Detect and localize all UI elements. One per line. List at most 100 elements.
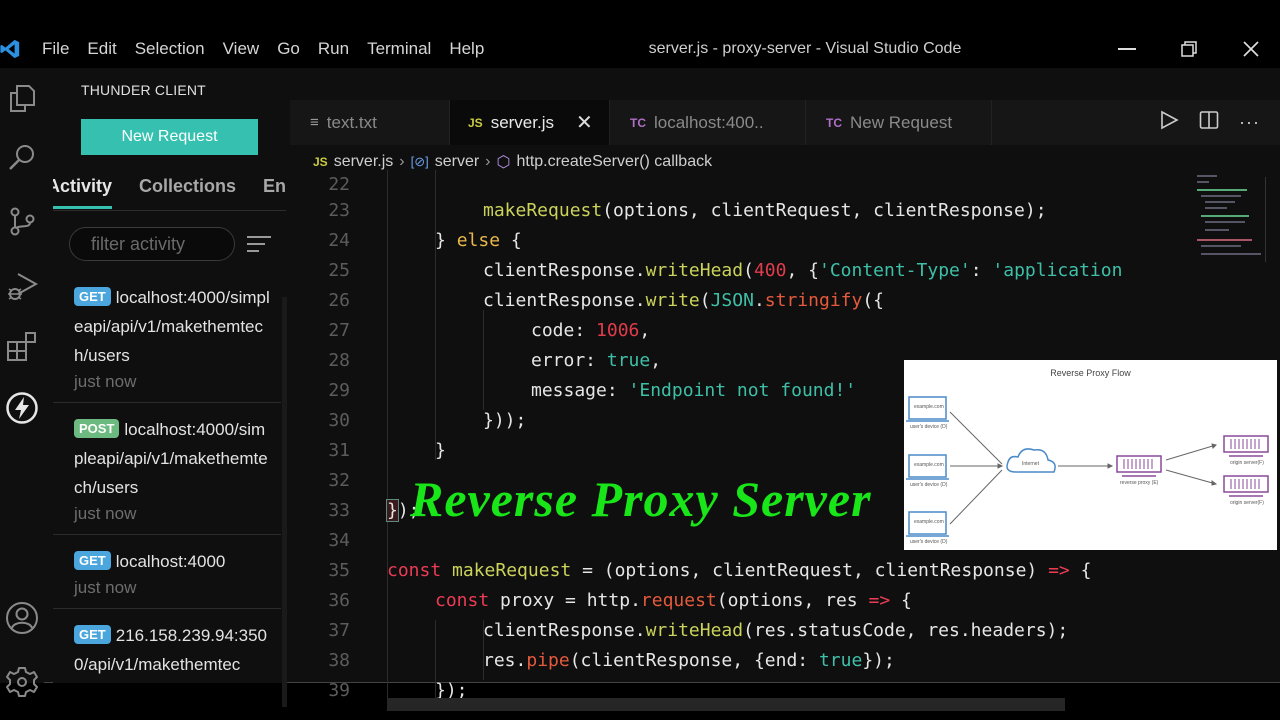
account-icon[interactable] (4, 600, 40, 636)
proxy-caption: reverse proxy (E) (1120, 480, 1159, 486)
line-number: 39 (328, 680, 350, 701)
activity-list: GET localhost:4000/simpleapi/api/v1/maket… (53, 271, 281, 683)
editor-horizontal-scrollbar[interactable] (387, 698, 1065, 711)
breadcrumb-callback[interactable]: http.createServer() callback (516, 153, 713, 170)
explorer-icon[interactable] (4, 80, 40, 116)
text-file-icon: ≡ (310, 114, 319, 131)
sidebar-title: THUNDER CLIENT (81, 82, 206, 98)
code-line: }); (386, 499, 420, 522)
diagram-title: Reverse Proxy Flow (1050, 368, 1131, 378)
menu-go[interactable]: Go (277, 39, 300, 58)
line-number: 35 (328, 560, 350, 581)
code-line: })); (483, 410, 527, 431)
close-window-button[interactable] (1220, 30, 1280, 68)
thunder-client-icon[interactable] (4, 390, 40, 426)
code-line: } else { (435, 230, 522, 251)
line-number: 28 (328, 350, 350, 371)
line-number: 22 (328, 174, 350, 195)
code-line: clientResponse.writeHead(res.statusCode,… (483, 620, 1069, 641)
menu-terminal[interactable]: Terminal (367, 39, 432, 58)
run-icon[interactable] (1159, 110, 1179, 135)
vscode-logo-icon (0, 30, 24, 68)
chevron-right-icon: › (485, 153, 491, 170)
line-number: 37 (328, 620, 350, 641)
menu-run[interactable]: Run (317, 39, 350, 58)
tab-label: text.txt (326, 112, 377, 132)
code-line: error: true, (531, 350, 662, 371)
minimap[interactable] (1195, 173, 1265, 263)
menu-file[interactable]: File (42, 39, 70, 58)
menu-edit[interactable]: Edit (87, 39, 117, 58)
extensions-icon[interactable] (4, 328, 40, 364)
method-badge: GET (74, 287, 111, 306)
tab-text-txt[interactable]: ≡ text.txt (290, 100, 450, 145)
method-badge: GET (74, 551, 111, 570)
code-line: const proxy = http.request(options, res … (435, 590, 912, 611)
tab-collections[interactable]: Collections (139, 176, 237, 196)
run-debug-icon[interactable] (4, 268, 40, 304)
method-badge: POST (74, 419, 120, 438)
breadcrumb-symbol[interactable]: server (434, 153, 480, 170)
internet-label: Internet (1022, 461, 1039, 467)
tab-label: server.js (490, 112, 554, 132)
thunder-client-tab-icon: TC (630, 115, 646, 130)
method-cube-icon: ⬡ (496, 154, 511, 171)
line-number: 32 (328, 470, 350, 491)
code-line: res.pipe(clientResponse, {end: true}); (483, 650, 895, 671)
breadcrumb-file[interactable]: server.js (333, 153, 394, 170)
line-number: 38 (328, 650, 350, 671)
js-file-icon: JS (468, 115, 483, 130)
settings-gear-icon[interactable] (4, 664, 40, 700)
device-label: example.com (914, 519, 944, 525)
menu-selection[interactable]: Selection (134, 39, 205, 58)
sort-menu-icon[interactable] (247, 236, 271, 257)
code-line: }); (435, 680, 468, 701)
thunder-client-tab-icon: TC (826, 115, 842, 130)
tab-localhost[interactable]: TC localhost:400.. (610, 100, 806, 145)
line-number: 24 (328, 230, 350, 251)
origin-caption: origin server(F) (1230, 460, 1264, 466)
tab-server-js[interactable]: JS server.js ✕ (450, 100, 610, 145)
restore-button[interactable] (1158, 30, 1220, 68)
request-time: just now (74, 578, 137, 597)
more-actions-icon[interactable]: ··· (1239, 112, 1260, 132)
tab-env[interactable]: Env (263, 176, 286, 196)
tab-label: localhost:400.. (654, 112, 764, 132)
source-control-icon[interactable] (4, 203, 40, 239)
menu-help[interactable]: Help (449, 39, 485, 58)
close-tab-icon[interactable]: ✕ (575, 112, 593, 134)
device-caption: user's device (D) (910, 424, 948, 430)
search-icon[interactable] (4, 139, 40, 175)
filter-activity-input[interactable]: filter activity (69, 227, 235, 261)
menu-view[interactable]: View (222, 39, 260, 58)
tabs-divider (53, 210, 286, 211)
line-number: 26 (328, 290, 350, 311)
editor-vertical-scrollbar[interactable] (1265, 177, 1280, 262)
split-editor-icon[interactable] (1199, 110, 1219, 135)
minimize-button[interactable] (1096, 30, 1158, 68)
activity-bar (0, 68, 44, 697)
request-url: localhost:4000/simpleapi/api/v1/makethem… (74, 420, 268, 497)
line-number: 36 (328, 590, 350, 611)
origin-caption: origin server(F) (1230, 500, 1264, 506)
device-label: example.com (914, 404, 944, 410)
code-line: code: 1006, (531, 320, 651, 341)
tab-activity[interactable]: Activity (53, 176, 113, 209)
reverse-proxy-diagram: Reverse Proxy Flow (904, 360, 1277, 550)
js-file-icon: JS (313, 155, 328, 169)
line-number: 30 (328, 410, 350, 431)
vscode-window: File Edit Selection View Go Run Terminal… (0, 30, 1280, 711)
line-number: 31 (328, 440, 350, 461)
thunder-client-sidebar: THUNDER CLIENT New Request Activity Coll… (53, 68, 286, 683)
new-request-button[interactable]: New Request (81, 119, 258, 155)
request-time: just now (74, 372, 137, 391)
device-caption: user's device (D) (910, 482, 948, 488)
tab-new-request[interactable]: TC New Request (806, 100, 992, 145)
overlay-title: Reverse Proxy Server (410, 471, 872, 527)
sidebar-scrollbar[interactable] (282, 297, 287, 707)
code-line: } (435, 440, 446, 461)
